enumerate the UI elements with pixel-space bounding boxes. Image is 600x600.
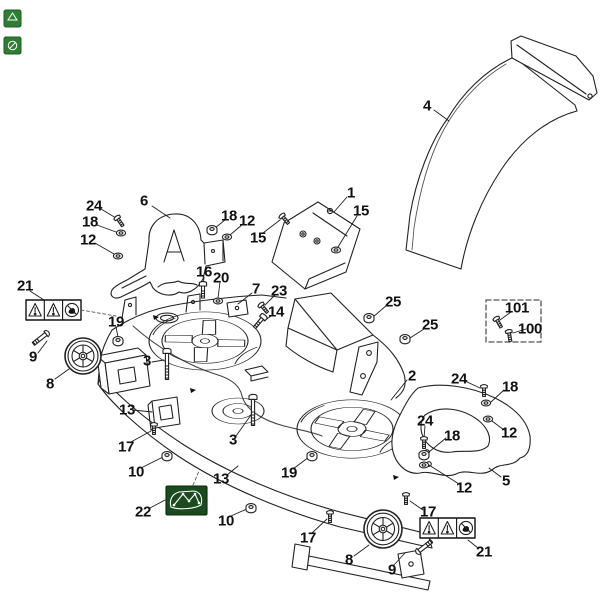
screw-icon <box>491 314 505 330</box>
gauge-wheel-right <box>363 509 403 549</box>
mounting-plate-part-1 <box>271 201 361 290</box>
washer-icon <box>112 252 124 260</box>
nut-icon <box>161 451 173 462</box>
boltm-icon <box>251 312 269 331</box>
safety-label-21-left <box>25 299 82 321</box>
nut-icon <box>363 313 375 324</box>
screw-icon <box>401 492 411 506</box>
cbolt-icon <box>30 328 52 348</box>
cbolt-icon <box>413 537 435 557</box>
washer-icon <box>482 415 494 423</box>
safety-label-21-right <box>419 517 476 539</box>
nut-icon <box>306 451 318 462</box>
screw-icon <box>504 328 515 343</box>
washer-icon <box>480 399 492 407</box>
washer-icon <box>418 461 430 469</box>
belt-cover-part-6 <box>110 213 226 299</box>
washer-icon <box>115 229 127 237</box>
deflector-chute-part-4 <box>405 35 598 270</box>
gauge-wheel-left <box>64 337 102 375</box>
washer-icon <box>212 297 224 305</box>
nut-icon <box>112 336 124 347</box>
screw-icon <box>256 300 271 316</box>
reference-box <box>485 299 542 343</box>
screw-icon <box>149 422 159 436</box>
washer-icon <box>330 246 342 254</box>
mower-deck-part-2 <box>96 292 433 591</box>
deck-sticker-22 <box>165 485 208 516</box>
nut-icon <box>245 503 257 514</box>
nut-icon <box>206 225 218 236</box>
nut-icon <box>418 450 430 461</box>
discharge-cover-part-5 <box>391 384 531 477</box>
screw-icon <box>325 510 335 524</box>
washer-icon <box>221 233 233 241</box>
corner-safety-chip-1 <box>3 9 22 28</box>
leader-lines <box>29 109 527 567</box>
nut-icon <box>399 334 411 345</box>
corner-safety-chip-2 <box>3 36 22 55</box>
screw-icon <box>112 213 127 229</box>
